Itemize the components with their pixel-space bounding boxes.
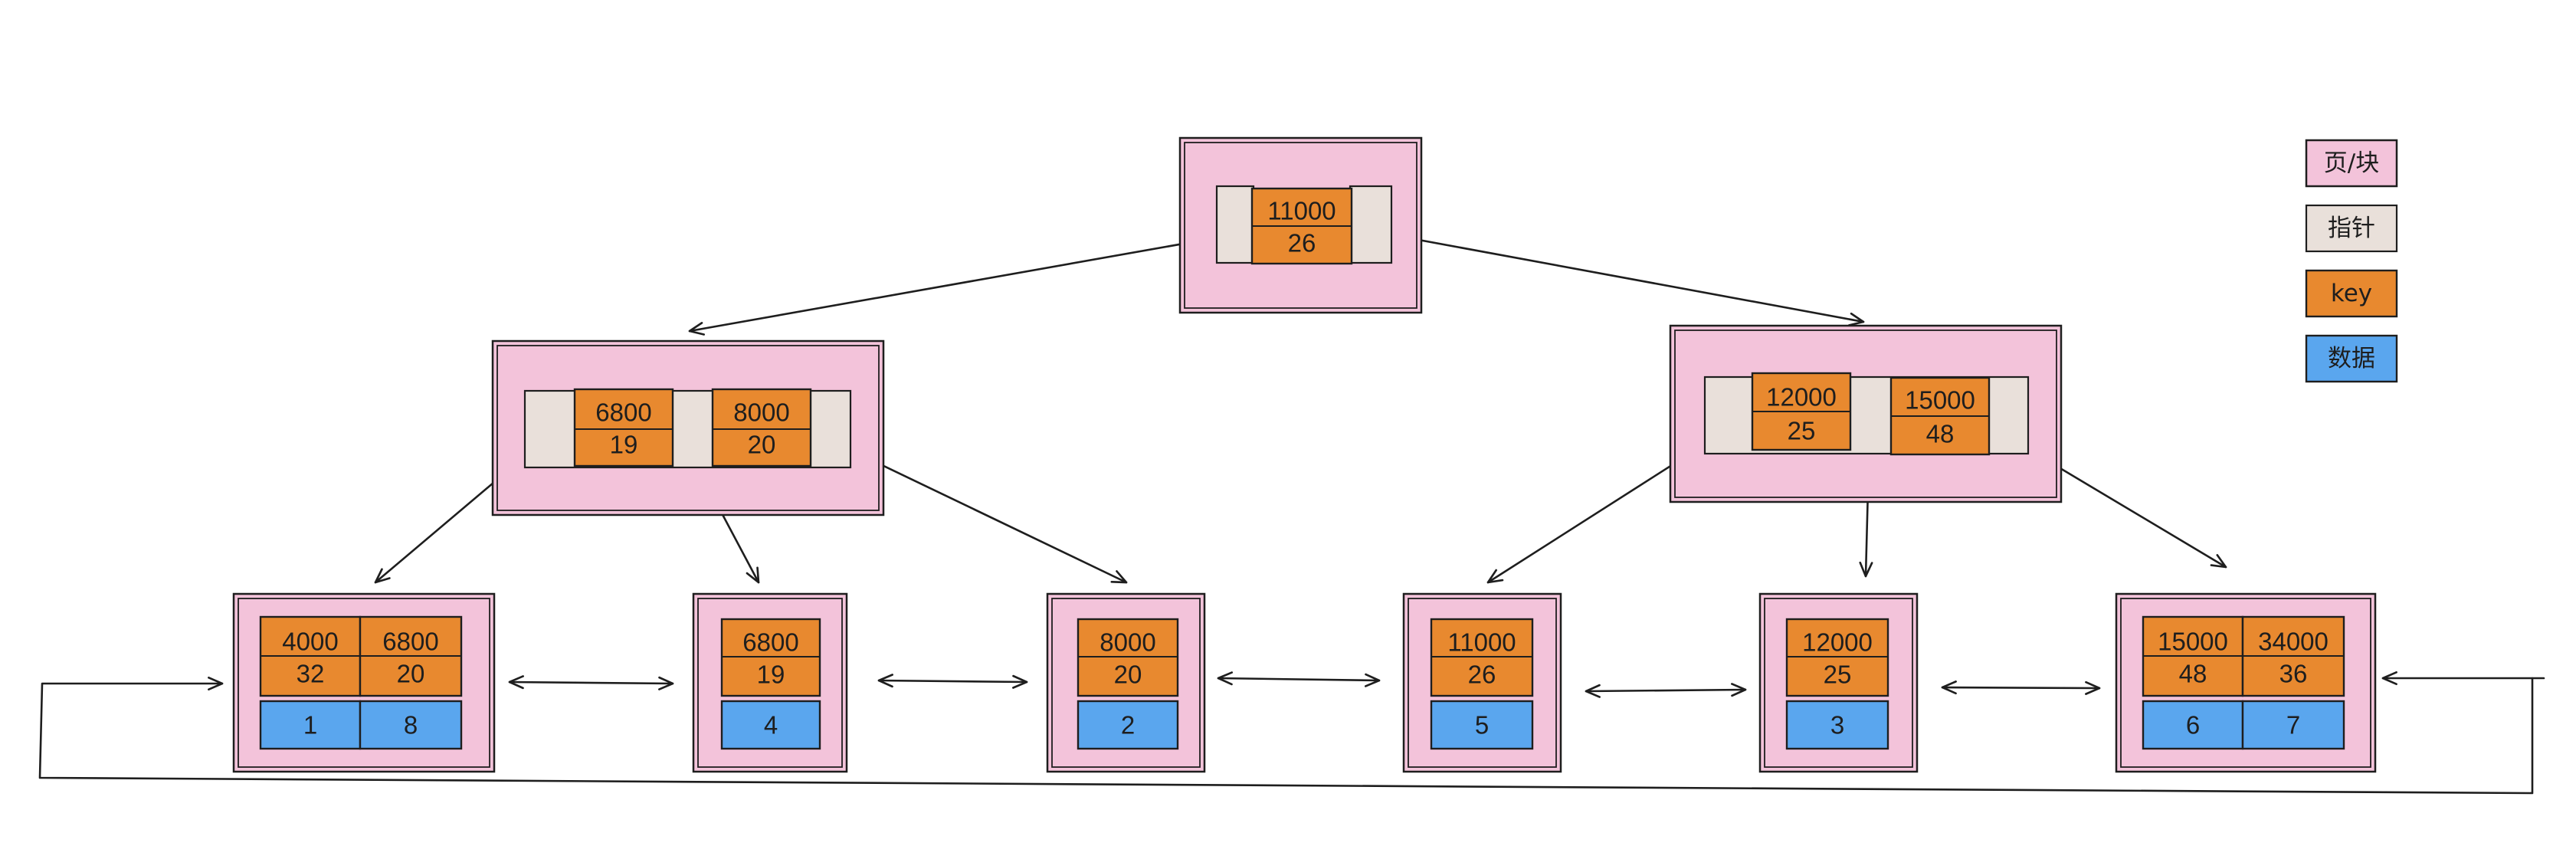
leaf6-key-1: 15000	[2158, 628, 2228, 656]
leaf1-val-1: 32	[297, 660, 325, 688]
leaf5-val-1: 25	[1824, 661, 1852, 689]
leaf-node-2: 6800 19 4	[692, 592, 848, 773]
leaf-node-3: 8000 20 2	[1046, 592, 1206, 773]
leaf1-key-1: 4000	[282, 628, 338, 656]
l2-right-key-2: 15000	[1905, 386, 1975, 415]
leaf-node-6: 15000 48 34000 36 6 7	[2115, 592, 2377, 773]
edge-root-right	[1384, 232, 1865, 326]
leaf2-val-1: 19	[757, 661, 785, 689]
l2-right-val-2: 48	[1926, 420, 1955, 448]
l2-right-key-1: 12000	[1766, 383, 1837, 412]
leaf6-val-1: 48	[2179, 660, 2207, 688]
leaf1-val-2: 20	[397, 660, 425, 688]
leaf5-data-1: 3	[1830, 711, 1844, 739]
internal-node-right: 12000 25 15000 48	[1669, 324, 2063, 503]
leaf2-key-1: 6800	[742, 628, 798, 657]
legend-page-label: 页/块	[2324, 149, 2379, 177]
link-leaf1-leaf2	[508, 675, 674, 690]
legend-key: key	[2305, 269, 2398, 318]
leaf3-data-1: 2	[1121, 711, 1135, 739]
l2-left-key-cell-1	[573, 388, 674, 467]
legend: 页/块 指针 key 数据	[2305, 139, 2398, 383]
l2-left-key-1: 6800	[595, 398, 651, 427]
leaf2-data-1: 4	[764, 711, 778, 739]
l2-right-val-1: 25	[1788, 417, 1816, 445]
legend-data-label: 数据	[2328, 345, 2375, 372]
internal-node-left: 6800 19 8000 20	[491, 339, 885, 516]
legend-pointer: 指针	[2305, 204, 2398, 253]
link-leaf2-leaf3	[877, 674, 1028, 689]
leaf6-data-1: 6	[2186, 711, 2200, 739]
leaf3-key-1: 8000	[1100, 628, 1155, 657]
leaf4-data-1: 5	[1475, 711, 1489, 739]
link-wrap-around	[38, 676, 2545, 795]
edge-l2left-leaf3	[837, 443, 1128, 584]
legend-key-label: key	[2331, 280, 2372, 307]
leaf4-val-1: 26	[1468, 661, 1496, 689]
leaf6-data-2: 7	[2286, 711, 2300, 739]
leaf4-key-1: 11000	[1447, 628, 1516, 657]
leaf6-key-2: 34000	[2258, 628, 2329, 656]
l2-left-val-2: 20	[748, 431, 776, 459]
leaf6-val-2: 36	[2279, 660, 2308, 688]
l2-left-key-2: 8000	[733, 398, 789, 427]
legend-pointer-label: 指针	[2328, 215, 2375, 242]
legend-page: 页/块	[2305, 139, 2398, 188]
leaf1-data-2: 8	[404, 711, 418, 739]
root-node: 11000 26	[1178, 136, 1423, 314]
link-leaf5-leaf6	[1941, 680, 2101, 695]
edge-root-left	[688, 232, 1241, 336]
leaf5-key-1: 12000	[1802, 628, 1873, 657]
leaf-node-4: 11000 26 5	[1402, 592, 1562, 773]
legend-data: 数据	[2305, 334, 2398, 383]
root-key: 11000	[1267, 197, 1336, 225]
root-val: 26	[1288, 229, 1316, 257]
l2-left-key-cell-2	[711, 388, 812, 467]
root-pointer-right	[1349, 185, 1393, 264]
leaf3-val-1: 20	[1114, 661, 1142, 689]
link-leaf3-leaf4	[1217, 671, 1381, 687]
root-pointer-left	[1215, 185, 1255, 264]
link-leaf4-leaf5	[1585, 683, 1747, 698]
leaf-node-1: 4000 32 6800 20 1 8	[232, 592, 496, 773]
leaf1-data-1: 1	[303, 711, 317, 739]
leaf1-key-2: 6800	[382, 628, 438, 656]
leaf-node-5: 12000 25 3	[1758, 592, 1919, 773]
l2-left-val-1: 19	[610, 431, 638, 459]
